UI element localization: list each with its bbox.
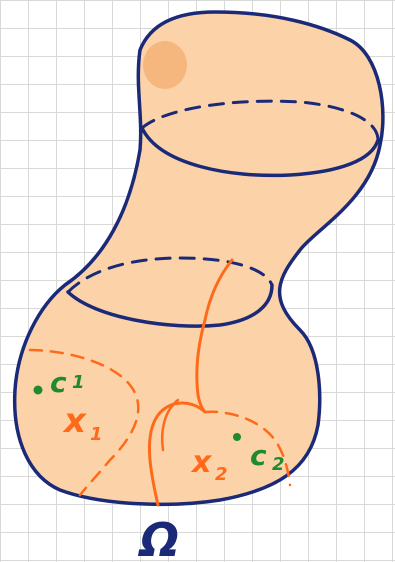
label-omega: Ω (137, 513, 179, 562)
label-c2: c (250, 439, 267, 472)
point-c2-marker (233, 433, 241, 441)
label-x1-subscript: 1 (90, 424, 103, 445)
label-c2-subscript: 2 (272, 454, 285, 475)
label-x1: x (62, 401, 87, 441)
label-c1: c (50, 366, 67, 399)
shaded-spot (143, 41, 187, 89)
label-x2-subscript: 2 (215, 464, 228, 485)
point-c1-marker (34, 386, 43, 395)
label-x2: x (190, 445, 213, 480)
label-c1-subscript: 1 (72, 372, 85, 393)
